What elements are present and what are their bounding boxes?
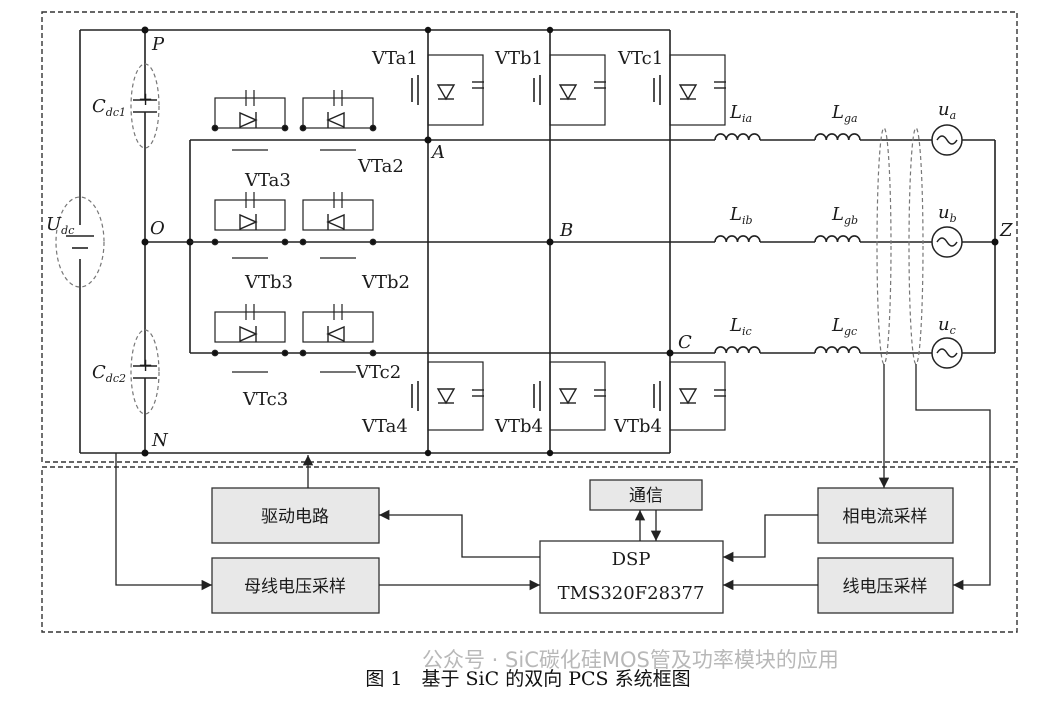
current-sensor-loop: [876, 127, 892, 365]
phase-wires: [190, 139, 999, 354]
node-o-label: O: [150, 218, 165, 239]
comm-block: [589, 479, 703, 511]
lia-label: Lia: [729, 102, 752, 125]
phase-current-block: [817, 487, 954, 544]
ub-label: ub: [938, 202, 957, 225]
switch-vtb4: [533, 361, 606, 431]
bidir-switch-vtb2: [299, 192, 377, 259]
line-voltage-text: 线电压采样: [843, 577, 928, 597]
figure-caption: 图 1 基于 SiC 的双向 PCS 系统框图: [365, 668, 691, 690]
vta2-label: VTa2: [357, 156, 404, 177]
cdc2-label: Cdc2: [92, 362, 126, 385]
drive-circuit-text: 驱动电路: [261, 507, 329, 527]
bus-voltage-block: [211, 557, 380, 614]
vta3-label: VTa3: [244, 170, 291, 191]
phase-current-text: 相电流采样: [843, 507, 928, 527]
dsp-block: [539, 540, 724, 614]
udc-label: Udc: [46, 214, 74, 237]
cdc1-plus: +: [138, 89, 153, 110]
node-n-label: N: [151, 430, 169, 451]
switch-vtb1: [533, 54, 606, 126]
dsp-text-line1: DSP: [612, 549, 651, 570]
watermark: 公众号 · SiC碳化硅MOS管及功率模块的应用: [422, 648, 839, 672]
bus-voltage-text: 母线电压采样: [244, 577, 346, 597]
inductors: [714, 133, 861, 354]
cdc2-capacitor: [130, 329, 160, 415]
vtc3-label: VTc3: [242, 389, 288, 410]
lic-label: Lic: [729, 315, 752, 338]
uc-label: uc: [938, 314, 956, 337]
vtc1-label: VTc1: [617, 48, 663, 69]
signal-lines: [115, 364, 991, 591]
power-stage-frame: [41, 11, 1018, 463]
switch-vta4: [411, 361, 484, 431]
vta4-label: VTa4: [361, 416, 408, 437]
cdc1-label: Cdc1: [92, 96, 126, 119]
lgc-label: Lgc: [831, 315, 857, 338]
vtb4-label: VTb4: [494, 416, 543, 437]
node-p-label: P: [151, 34, 165, 55]
dsp-text-line2: TMS320F28377: [558, 583, 705, 604]
bidir-switch-vta2: [299, 90, 377, 151]
ac-sources: [931, 124, 963, 369]
lib-label: Lib: [729, 204, 753, 227]
switch-vta1: [411, 54, 484, 126]
udc-source: [55, 196, 105, 288]
ua-label: ua: [938, 99, 956, 122]
node-b-label: B: [559, 220, 573, 241]
vtb3-label: VTb3: [244, 272, 293, 293]
node-z-label: Z: [999, 220, 1013, 241]
switch-vtc4: [653, 361, 726, 431]
node-a-label: A: [430, 142, 445, 163]
cdc2-plus: +: [138, 355, 153, 376]
switch-vtc1: [653, 54, 726, 126]
vtb1-label: VTb1: [494, 48, 543, 69]
voltage-sensor-loop: [908, 127, 924, 365]
control-frame: [41, 466, 1018, 633]
vtc2-label: VTc2: [355, 362, 401, 383]
cdc1-capacitor: [130, 63, 160, 149]
vtb2-label: VTb2: [361, 272, 410, 293]
lgb-label: Lgb: [831, 204, 858, 227]
bidir-switch-vtc3: [211, 304, 289, 373]
lga-label: Lga: [831, 102, 858, 125]
vta1-label: VTa1: [371, 48, 418, 69]
bidir-switch-vtb3: [211, 192, 289, 259]
comm-text: 通信: [629, 486, 663, 506]
bidir-switch-vtc2: [299, 304, 377, 373]
node-c-label: C: [678, 332, 692, 353]
drive-circuit-block: [211, 487, 380, 544]
vtc4-label: VTb4: [613, 416, 662, 437]
bidir-switch-vta3: [211, 90, 289, 151]
